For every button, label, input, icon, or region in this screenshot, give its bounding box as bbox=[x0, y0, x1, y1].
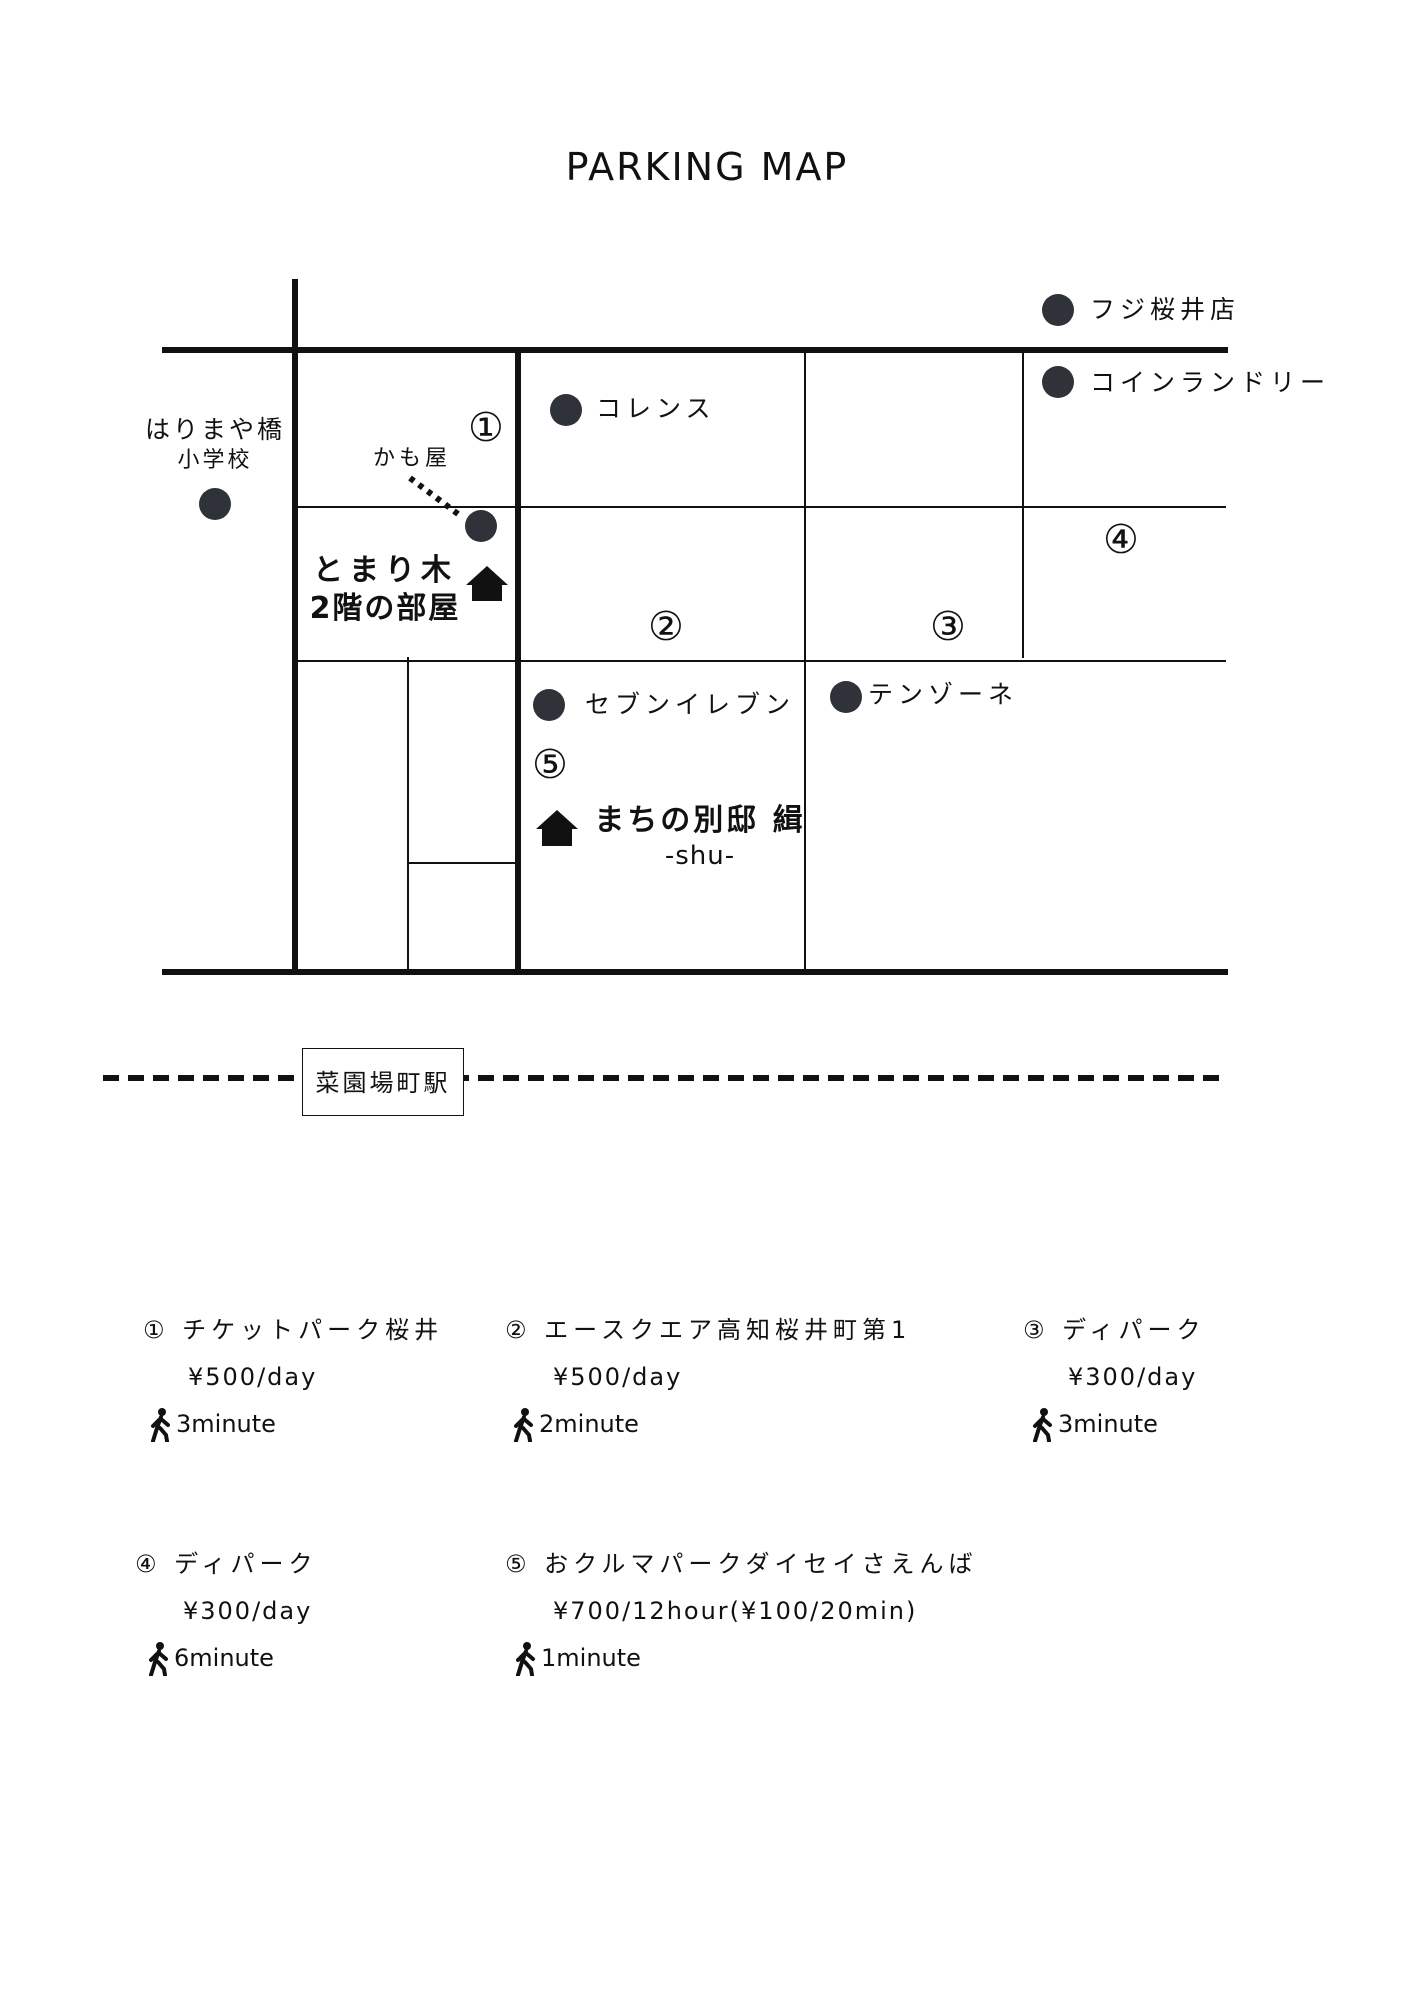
parking-price: ¥300/day bbox=[1068, 1363, 1198, 1391]
walk-time: 1minute bbox=[541, 1644, 641, 1672]
walk-time: 6minute bbox=[174, 1644, 274, 1672]
parking-price: ¥700/12hour(¥100/20min) bbox=[553, 1597, 918, 1625]
dot-icon bbox=[533, 689, 565, 721]
walk-time: 2minute bbox=[539, 1410, 639, 1438]
house-icon bbox=[536, 810, 578, 846]
page-title: PARKING MAP bbox=[565, 145, 849, 189]
dot-icon bbox=[1042, 294, 1074, 326]
walking-person-icon bbox=[516, 1642, 535, 1677]
parking-name: ディパーク bbox=[174, 1550, 318, 1578]
parking-marker-1: ① bbox=[468, 405, 504, 451]
guesthouse-tomarigi: とまり木 2階の部屋 bbox=[309, 553, 461, 626]
station-label: 菜園場町駅 bbox=[302, 1048, 464, 1116]
parking-name: チケットパーク桜井 bbox=[182, 1316, 444, 1344]
landmark-tenzone: テンゾーネ bbox=[868, 680, 1019, 709]
parking-price: ¥500/day bbox=[188, 1363, 318, 1391]
dot-icon bbox=[465, 510, 497, 542]
walking-person-icon bbox=[1033, 1408, 1052, 1443]
walking-person-icon bbox=[151, 1408, 170, 1443]
landmark-seven-eleven: セブンイレブン bbox=[585, 690, 796, 719]
landmark-kamoya: かも屋 bbox=[373, 446, 452, 471]
path-to-kamoya bbox=[408, 475, 464, 520]
dot-icon bbox=[1042, 366, 1074, 398]
parking-price: ¥500/day bbox=[553, 1363, 683, 1391]
parking-marker-4: ④ bbox=[1103, 517, 1139, 563]
parking-map bbox=[103, 279, 1228, 1081]
parking-marker-3: ③ bbox=[930, 604, 966, 650]
dot-icon bbox=[199, 488, 231, 520]
dot-icon bbox=[830, 681, 862, 713]
parking-name: ディパーク bbox=[1062, 1316, 1206, 1344]
parking-name: エースクエア高知桜井町第1 bbox=[544, 1316, 912, 1344]
landmark-harimaya-school: はりまや橋 小学校 bbox=[144, 415, 285, 473]
walk-time: 3minute bbox=[1058, 1410, 1158, 1438]
landmark-coin-laundry: コインランドリー bbox=[1090, 368, 1331, 397]
walking-person-icon bbox=[514, 1408, 533, 1443]
dot-icon bbox=[550, 394, 582, 426]
guesthouse-shu: まちの別邸 緝 -shu- bbox=[594, 803, 806, 871]
parking-marker-5: ⑤ bbox=[532, 742, 568, 788]
house-icon bbox=[466, 566, 508, 601]
landmark-fuji: フジ桜井店 bbox=[1090, 295, 1241, 324]
landmark-colens: コレンス bbox=[596, 394, 716, 423]
walking-person-icon bbox=[149, 1642, 168, 1677]
parking-marker-2: ② bbox=[648, 604, 684, 650]
walk-time: 3minute bbox=[176, 1410, 276, 1438]
parking-name: おクルマパークダイセイさえんば bbox=[544, 1550, 978, 1578]
parking-price: ¥300/day bbox=[183, 1597, 313, 1625]
